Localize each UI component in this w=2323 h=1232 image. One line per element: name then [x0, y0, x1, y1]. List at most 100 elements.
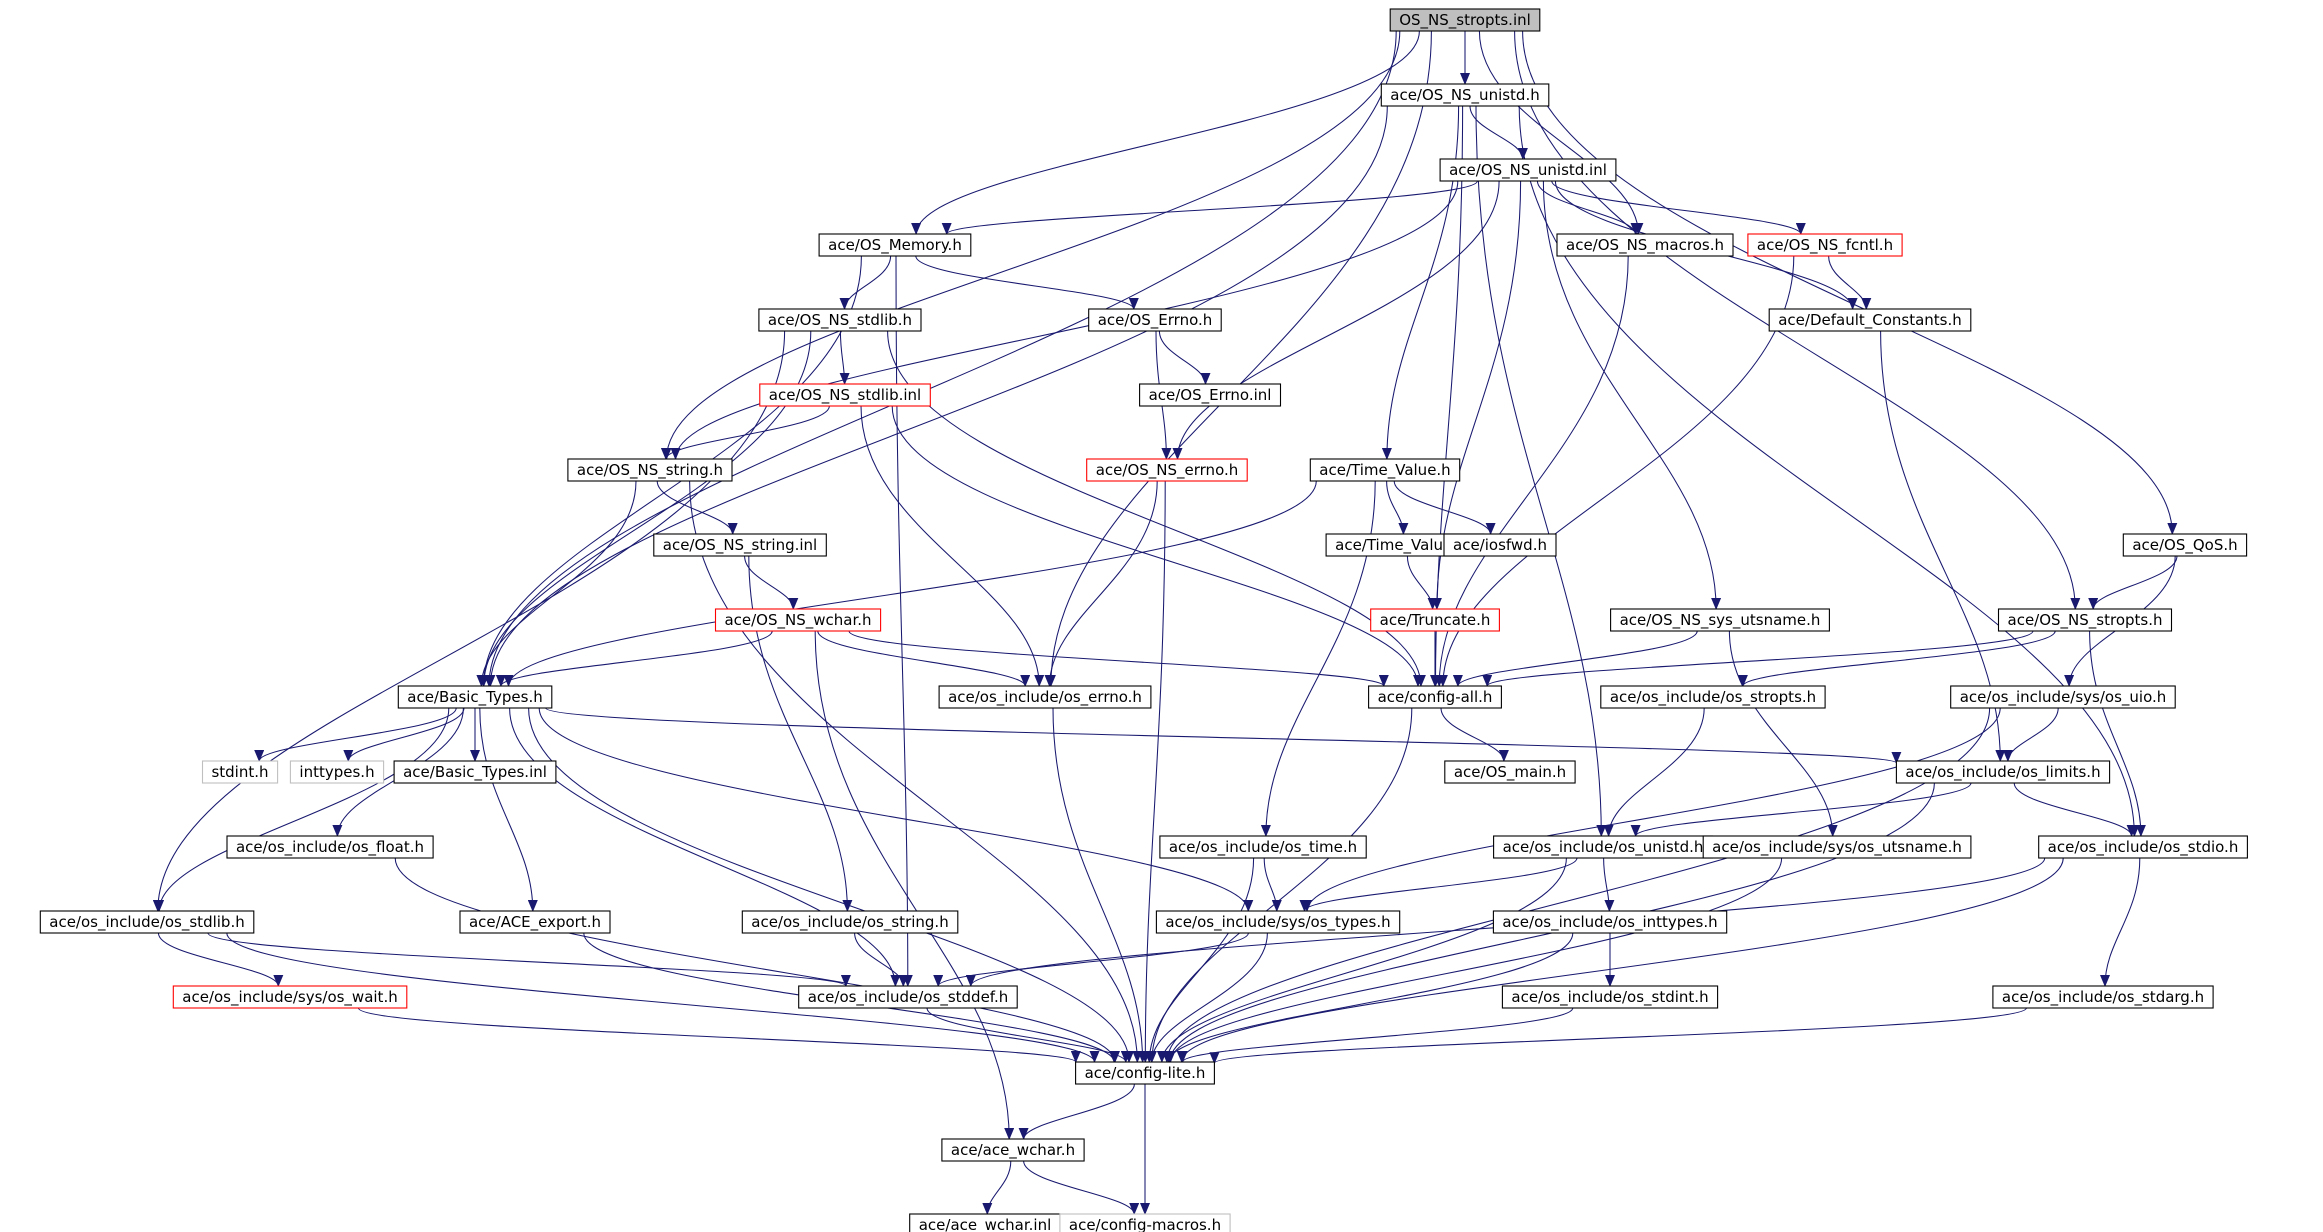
node-inttypes-std[interactable]: inttypes.h	[289, 760, 385, 784]
node-macros[interactable]: ace/OS_NS_macros.h	[1556, 233, 1734, 257]
node-ace-wchar[interactable]: ace/ace_wchar.h	[941, 1138, 1085, 1162]
node-time[interactable]: ace/os_include/os_time.h	[1159, 835, 1367, 859]
edge-types-to-stddef	[933, 932, 1249, 987]
node-label: ace/ace_wchar.h	[951, 1141, 1075, 1160]
node-label: ace/OS_NS_stdlib.inl	[769, 386, 921, 405]
node-os-stdlib[interactable]: ace/os_include/os_stdlib.h	[39, 910, 255, 934]
edge-unistd-inl-to-utsname	[1542, 180, 1722, 610]
node-qos[interactable]: ace/OS_QoS.h	[2122, 533, 2248, 557]
node-errno-h[interactable]: ace/OS_Errno.h	[1088, 308, 1222, 332]
node-osmain[interactable]: ace/OS_main.h	[1444, 760, 1576, 784]
node-limits[interactable]: ace/os_include/os_limits.h	[1895, 760, 2111, 784]
edge-wchar-h-to-configall	[848, 630, 1389, 687]
node-basic[interactable]: ace/Basic_Types.h	[397, 685, 553, 709]
node-box	[1086, 458, 1248, 482]
node-os-string[interactable]: ace/os_include/os_string.h	[741, 910, 959, 934]
edge-wchar-h-to-basic	[496, 630, 773, 687]
edge-basic-to-os-stdlib	[154, 707, 450, 912]
node-sys-utsname[interactable]: ace/os_include/sys/os_utsname.h	[1702, 835, 1972, 859]
edge-stdlib-h-to-stdlib-inl	[839, 330, 850, 385]
edge-root-to-stropts-h	[1514, 30, 2081, 610]
node-box	[393, 760, 557, 784]
node-label: ace/OS_NS_string.h	[577, 461, 723, 480]
node-nserrno[interactable]: ace/OS_NS_errno.h	[1086, 458, 1248, 482]
node-configmacros[interactable]: ace/config-macros.h	[1059, 1213, 1231, 1232]
node-string-inl[interactable]: ace/OS_NS_string.inl	[653, 533, 827, 557]
node-label: ace/os_include/os_stropts.h	[1610, 688, 1816, 707]
node-label: ace/ACE_export.h	[469, 913, 601, 932]
nodes-layer: OS_NS_stropts.inl ace/OS_NS_unistd.h ace/O…	[39, 8, 2248, 1232]
node-os-stropts[interactable]: ace/os_include/os_stropts.h	[1600, 685, 1826, 709]
node-ace-wchar-inl[interactable]: ace/ace_wchar.inl	[909, 1213, 1061, 1232]
node-label: ace/OS_Errno.h	[1098, 311, 1213, 330]
node-os-stdint[interactable]: ace/os_include/os_stdint.h	[1501, 985, 1719, 1009]
node-fcntl[interactable]: ace/OS_NS_fcntl.h	[1747, 233, 1903, 257]
node-label: ace/os_include/os_stdlib.h	[49, 913, 244, 932]
node-unistd-h[interactable]: ace/OS_NS_unistd.h	[1380, 83, 1550, 107]
node-box	[1443, 533, 1557, 557]
edge-os-stropts-to-os-unistd	[1603, 707, 1705, 837]
node-box	[1600, 685, 1826, 709]
node-export[interactable]: ace/ACE_export.h	[459, 910, 611, 934]
node-box	[1997, 608, 2173, 632]
node-wchar-h[interactable]: ace/OS_NS_wchar.h	[714, 608, 882, 632]
edge-root-to-qos	[1522, 30, 2178, 535]
node-stdlib-h[interactable]: ace/OS_NS_stdlib.h	[758, 308, 922, 332]
node-label: ace/os_include/sys/os_types.h	[1165, 913, 1390, 932]
node-inttypes[interactable]: ace/os_include/os_inttypes.h	[1492, 910, 1728, 934]
edge-time-to-types	[1263, 857, 1282, 912]
node-stdio[interactable]: ace/os_include/os_stdio.h	[2038, 835, 2248, 859]
node-label: ace/os_include/sys/os_wait.h	[182, 988, 397, 1007]
node-box	[941, 1138, 1085, 1162]
node-types[interactable]: ace/os_include/sys/os_types.h	[1155, 910, 1401, 934]
node-basic-inl[interactable]: ace/Basic_Types.inl	[393, 760, 557, 784]
edge-unistd-h-to-os-unistd	[1475, 105, 1607, 837]
node-label: ace/os_include/os_stdint.h	[1511, 988, 1708, 1007]
node-stddef[interactable]: ace/os_include/os_stddef.h	[798, 985, 1018, 1009]
edge-unistd-h-to-basic	[485, 105, 1388, 687]
edge-basic-to-inttypes-std	[343, 707, 465, 762]
node-stdarg[interactable]: ace/os_include/os_stdarg.h	[1992, 985, 2214, 1009]
node-box	[2122, 533, 2248, 557]
node-truncate[interactable]: ace/Truncate.h	[1370, 608, 1500, 632]
node-wait[interactable]: ace/os_include/sys/os_wait.h	[172, 985, 408, 1009]
node-label: ace/OS_NS_unistd.inl	[1449, 161, 1607, 180]
node-root[interactable]: OS_NS_stropts.inl	[1389, 8, 1541, 32]
node-box	[1992, 985, 2214, 1009]
edge-os-stdlib-to-stddef	[207, 932, 851, 987]
node-box	[798, 985, 1018, 1009]
node-errno-inl[interactable]: ace/OS_Errno.inl	[1139, 383, 1282, 407]
node-box	[1702, 835, 1972, 859]
edge-memory-to-errno-h	[915, 255, 1139, 310]
node-iosfwd[interactable]: ace/iosfwd.h	[1443, 533, 1557, 557]
node-oserrno[interactable]: ace/os_include/os_errno.h	[938, 685, 1152, 709]
node-stdlib-inl[interactable]: ace/OS_NS_stdlib.inl	[759, 383, 931, 407]
node-stropts-h[interactable]: ace/OS_NS_stropts.h	[1997, 608, 2173, 632]
node-label: ace/os_include/os_stdarg.h	[2002, 988, 2204, 1007]
edge-wait-to-configlite	[357, 1007, 1081, 1063]
node-unistd-inl[interactable]: ace/OS_NS_unistd.inl	[1439, 158, 1617, 182]
node-os-unistd[interactable]: ace/os_include/os_unistd.h	[1493, 835, 1713, 859]
node-box	[1088, 308, 1222, 332]
node-label: ace/os_include/os_time.h	[1169, 838, 1357, 857]
edge-stdlib-inl-to-string-h	[660, 405, 830, 460]
node-memory[interactable]: ace/OS_Memory.h	[818, 233, 972, 257]
node-box	[1501, 985, 1719, 1009]
edge-memory-to-stdlib-h	[839, 255, 892, 310]
node-stdint-std[interactable]: stdint.h	[201, 760, 279, 784]
node-float[interactable]: ace/os_include/os_float.h	[226, 835, 434, 859]
node-uio[interactable]: ace/os_include/sys/os_uio.h	[1950, 685, 2176, 709]
node-box	[2038, 835, 2248, 859]
node-timevalue[interactable]: ace/Time_Value.h	[1309, 458, 1461, 482]
edge-basic-to-configlite	[528, 707, 1134, 1063]
edge-utsname-to-configall	[1453, 630, 1698, 687]
node-utsname[interactable]: ace/OS_NS_sys_utsname.h	[1610, 608, 1830, 632]
node-box	[741, 910, 959, 934]
node-configlite[interactable]: ace/config-lite.h	[1075, 1061, 1215, 1085]
node-defconst[interactable]: ace/Default_Constants.h	[1768, 308, 1972, 332]
edge-unistd-inl-to-fcntl	[1551, 180, 1806, 235]
node-box	[1768, 308, 1972, 332]
node-string-h[interactable]: ace/OS_NS_string.h	[567, 458, 733, 482]
node-configall[interactable]: ace/config-all.h	[1368, 685, 1502, 709]
